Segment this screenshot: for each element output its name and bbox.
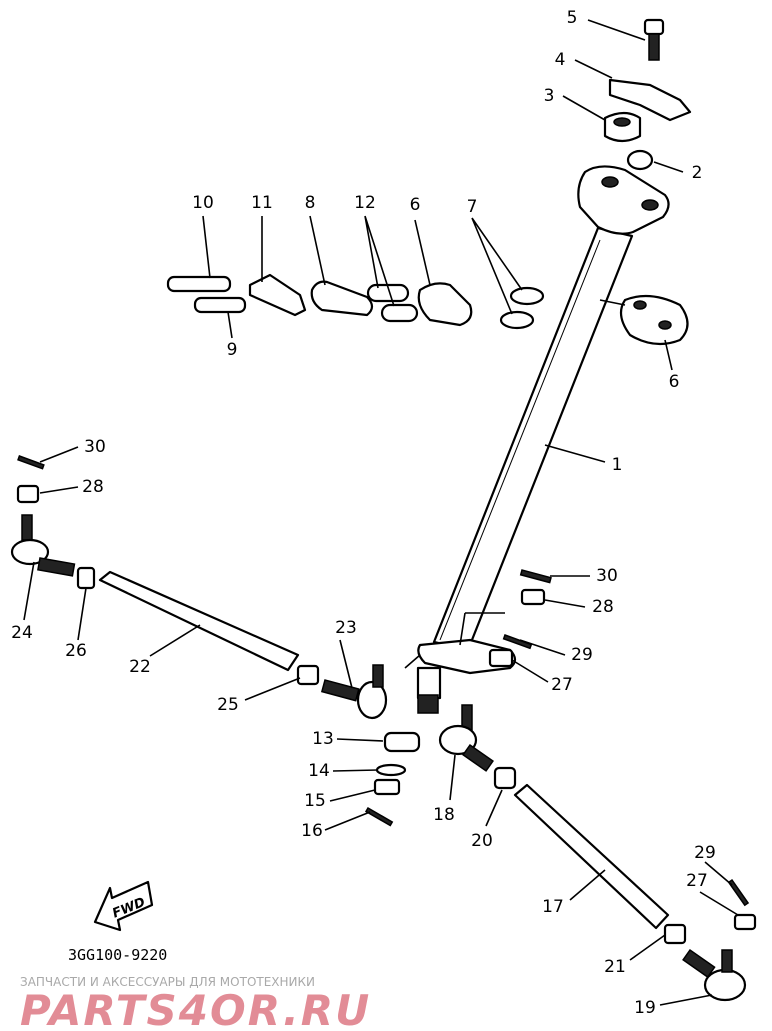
watermark-logo: PARTS4OR.RU [20, 986, 371, 1031]
callout-20: 20 [471, 831, 493, 851]
callout-30: 30 [84, 437, 106, 457]
callout-6: 6 [410, 195, 421, 215]
callout-25: 25 [217, 695, 239, 715]
callout-8: 8 [305, 193, 316, 213]
callout-21: 21 [604, 957, 626, 977]
callout-24: 24 [11, 623, 33, 643]
callout-7: 7 [467, 197, 478, 217]
left-tie-rod [10, 455, 388, 720]
callout-28b: 28 [592, 597, 614, 617]
watermark-tagline: ЗАПЧАСТИ И АКСЕССУАРЫ ДЛЯ МОТОТЕХНИКИ [20, 975, 315, 989]
diagram-code: 3GG100-9220 [68, 946, 167, 964]
callout-14: 14 [308, 761, 330, 781]
callout-19: 19 [634, 998, 656, 1018]
callout-28: 28 [82, 477, 104, 497]
callout-10: 10 [192, 193, 214, 213]
callout-18: 18 [433, 805, 455, 825]
callout-5: 5 [567, 8, 578, 28]
callout-4: 4 [555, 50, 566, 70]
callout-12: 12 [354, 193, 376, 213]
callout-22: 22 [129, 657, 151, 677]
fwd-arrow-icon: FWD [93, 880, 154, 932]
callout-26: 26 [65, 641, 87, 661]
callout-1: 1 [612, 455, 623, 475]
callout-3: 3 [544, 86, 555, 106]
callout-27b: 27 [686, 871, 708, 891]
callout-15: 15 [304, 791, 326, 811]
callout-23: 23 [335, 618, 357, 638]
callout-29: 29 [571, 645, 593, 665]
callout-29b: 29 [694, 843, 716, 863]
right-tie-rod [364, 569, 757, 1002]
callout-labels: 5 4 3 2 10 11 8 12 6 7 9 6 1 30 28 24 26… [11, 8, 716, 1018]
callout-17: 17 [542, 897, 564, 917]
top-parts [603, 18, 692, 171]
clamp-parts [166, 273, 689, 346]
callout-13: 13 [312, 729, 334, 749]
callout-11: 11 [251, 193, 273, 213]
callout-16: 16 [301, 821, 323, 841]
leader-lines [23, 19, 739, 1006]
steering-shaft [416, 165, 670, 714]
callout-6b: 6 [669, 372, 680, 392]
callout-30b: 30 [596, 566, 618, 586]
callout-2: 2 [692, 163, 703, 183]
callout-9: 9 [227, 340, 238, 360]
callout-27: 27 [551, 675, 573, 695]
watermark: ЗАПЧАСТИ И АКСЕССУАРЫ ДЛЯ МОТОТЕХНИКИ PA… [20, 975, 371, 1031]
